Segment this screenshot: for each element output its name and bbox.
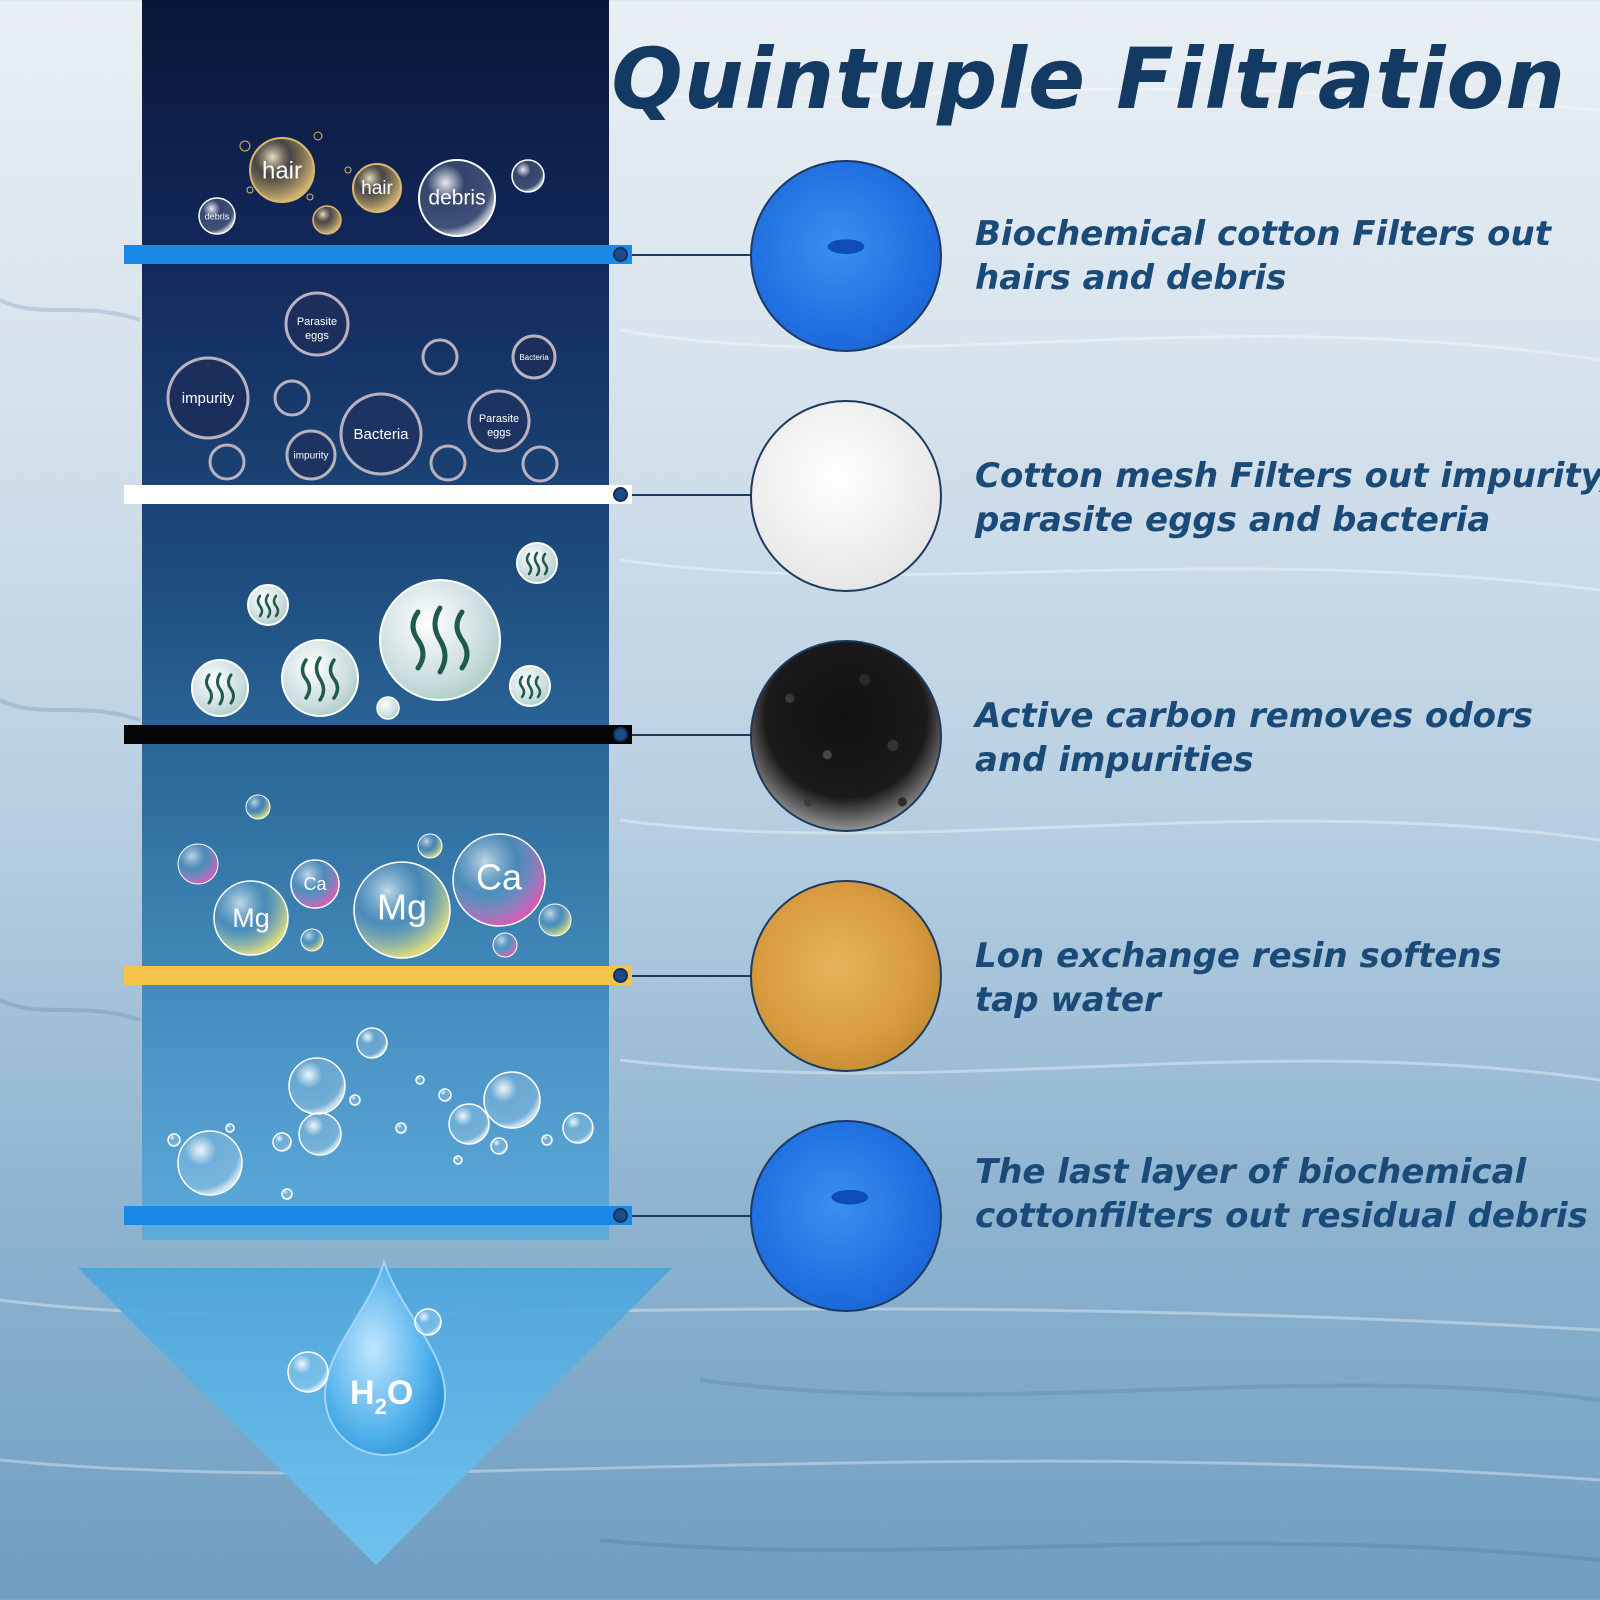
- odor-icon: [247, 584, 289, 626]
- layer5-description: The last layer of biochemical cottonfilt…: [975, 1150, 1588, 1238]
- white-fiber-disc: [750, 400, 942, 592]
- bubble-hair-1: hair: [262, 157, 302, 184]
- filter-bar-3: [124, 725, 632, 744]
- odor-icon: [281, 639, 359, 717]
- layer5-line2: cottonfilters out residual debris: [975, 1196, 1588, 1236]
- layer4-description: Lon exchange resin softens tap water: [975, 934, 1575, 1022]
- resin-beads-disc: [750, 880, 942, 1072]
- blue-sponge-disc-2: [750, 1120, 942, 1312]
- bubble-bacteria-2: Bacteria: [519, 353, 549, 362]
- bubble-debris-2: debris: [205, 211, 230, 221]
- layer1-bubbles: hair hair debris debris: [198, 131, 545, 237]
- layer3-bubbles: [191, 542, 558, 720]
- layer3-line1: Active carbon removes odors: [975, 696, 1533, 736]
- layer2-line2: parasite eggs and bacteria: [975, 500, 1491, 540]
- blue-sponge-disc-1: [750, 160, 942, 352]
- bubble-bacteria-1: Bacteria: [353, 426, 409, 443]
- layer2-line1: Cotton mesh Filters out impurity,: [975, 456, 1600, 496]
- connector-3: [632, 734, 752, 736]
- filter-bar-2: [124, 485, 632, 504]
- bubble-impurity-2: impurity: [293, 451, 328, 462]
- layer2-description: Cotton mesh Filters out impurity, parasi…: [975, 454, 1600, 542]
- filter-bar-4: [124, 966, 632, 985]
- bubble-mg-small: Mg: [232, 903, 270, 933]
- h2o-label: H2O: [350, 1374, 413, 1419]
- bubble-impurity-1: impurity: [182, 390, 235, 407]
- connector-2: [632, 494, 752, 496]
- water-drop-icon: H2O: [287, 1258, 447, 1456]
- connector-4: [632, 975, 752, 977]
- bar-node-1: [613, 247, 628, 262]
- bubble-hair-2: hair: [361, 178, 393, 199]
- connector-1: [632, 254, 752, 256]
- layer3-description: Active carbon removes odors and impuriti…: [975, 694, 1575, 782]
- layer5-line1: The last layer of biochemical: [975, 1152, 1527, 1192]
- odor-icon: [379, 579, 501, 701]
- layer1-description: Biochemical cotton Filters out hairs and…: [975, 212, 1575, 300]
- page-title: Quintuple Filtration: [611, 30, 1566, 128]
- bar-node-2: [613, 487, 628, 502]
- bubble-mg-large: Mg: [377, 887, 427, 928]
- odor-icon: [509, 665, 551, 707]
- layer1-line2: hairs and debris: [975, 258, 1287, 298]
- layer5-bubbles: [167, 1027, 594, 1200]
- bubble-ca-large: Ca: [476, 857, 523, 898]
- filter-bar-1: [124, 245, 632, 264]
- layer4-line2: tap water: [975, 980, 1161, 1020]
- odor-icon: [191, 659, 249, 717]
- layer3-line2: and impurities: [975, 740, 1254, 780]
- bar-node-3: [613, 727, 628, 742]
- bubble-ca-small: Ca: [303, 874, 327, 894]
- layer1-line1: Biochemical cotton Filters out: [975, 214, 1551, 254]
- filter-bar-5: [124, 1206, 632, 1225]
- carbon-granules-disc: [750, 640, 942, 832]
- layer4-line1: Lon exchange resin softens: [975, 936, 1502, 976]
- odor-icon: [516, 542, 558, 584]
- bar-node-4: [613, 968, 628, 983]
- bar-node-5: [613, 1208, 628, 1223]
- layer4-bubbles: Ca Mg Mg Ca: [177, 794, 572, 959]
- bubble-debris-1: debris: [428, 187, 485, 210]
- connector-5: [632, 1215, 752, 1217]
